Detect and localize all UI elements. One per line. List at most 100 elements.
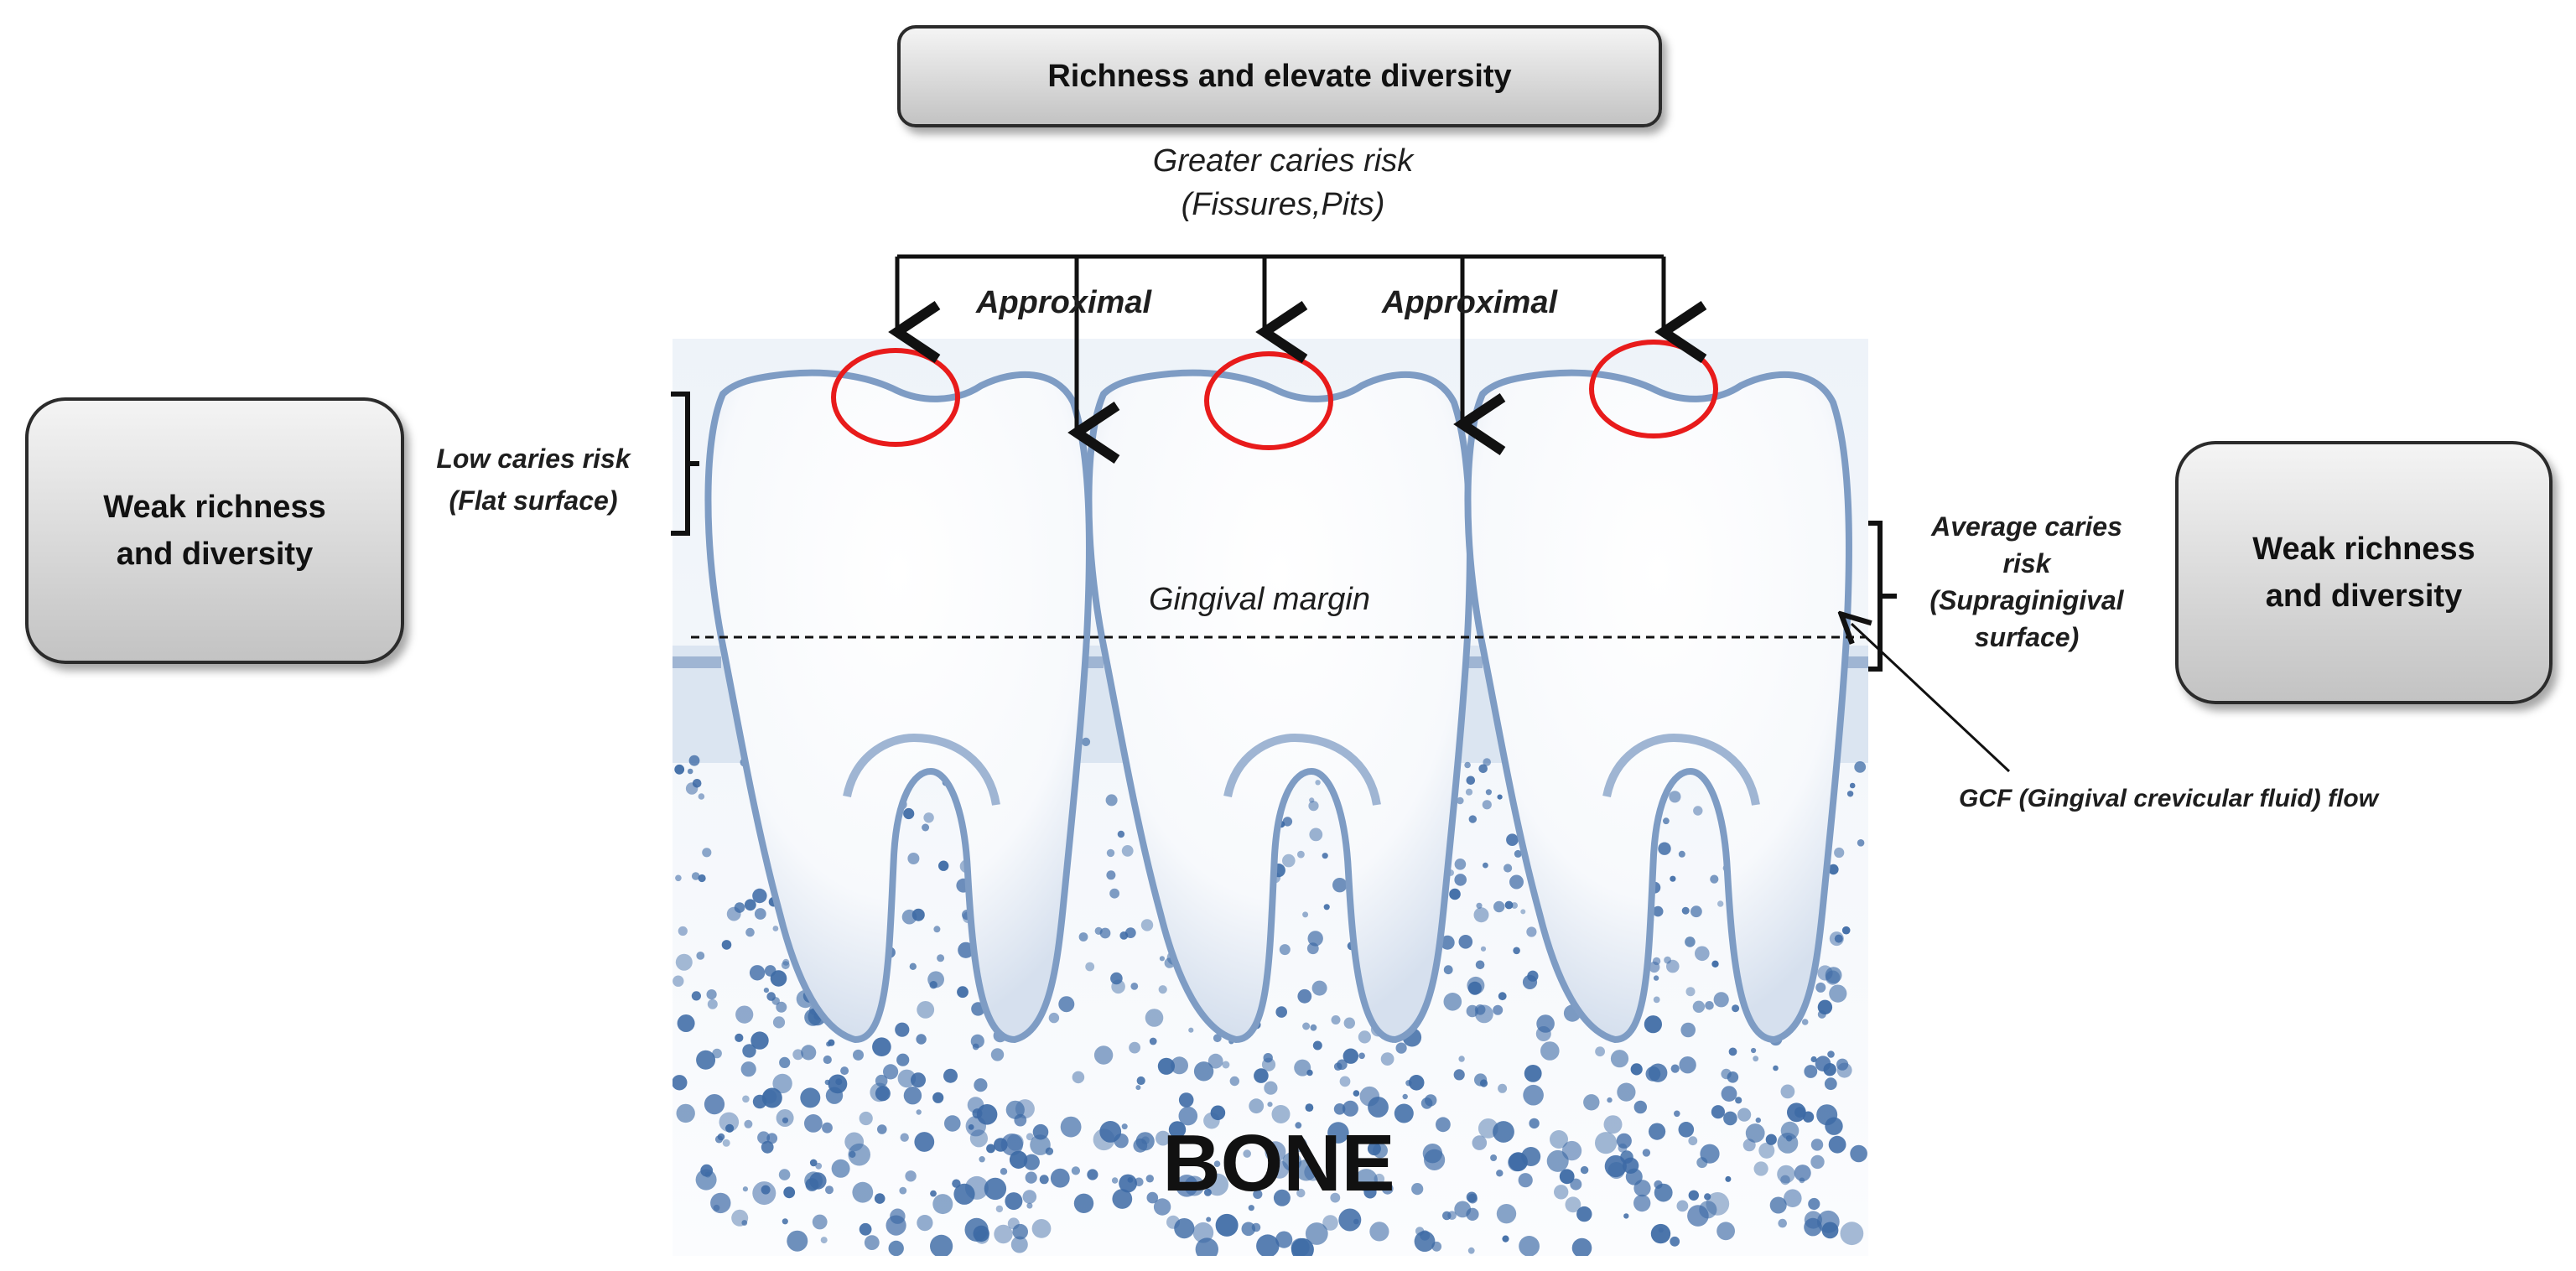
bone-dot bbox=[742, 1095, 750, 1103]
bone-dot bbox=[1666, 959, 1680, 973]
bone-dot bbox=[1674, 1110, 1680, 1118]
average-risk-line1: Average caries bbox=[1931, 511, 2122, 542]
bone-dot bbox=[772, 1016, 786, 1029]
weak-richness-right-line2: and diversity bbox=[2265, 578, 2463, 614]
bone-dot bbox=[1229, 1076, 1240, 1087]
bone-dot bbox=[1030, 1134, 1051, 1155]
bone-dot bbox=[1485, 789, 1492, 796]
bone-dot bbox=[1836, 1058, 1849, 1071]
bone-dot bbox=[809, 1159, 818, 1167]
bone-dot bbox=[1679, 1056, 1696, 1074]
bone-dot bbox=[877, 1124, 887, 1134]
bone-dot bbox=[744, 1119, 753, 1128]
bone-dot bbox=[809, 1172, 827, 1190]
bone-dot bbox=[1857, 839, 1865, 847]
bone-dot bbox=[1695, 946, 1710, 962]
bone-dot bbox=[1559, 1169, 1575, 1185]
bone-dot bbox=[1504, 864, 1513, 873]
bone-dot bbox=[1310, 1024, 1317, 1031]
bone-dot bbox=[1342, 1100, 1358, 1117]
bone-dot bbox=[1480, 946, 1487, 952]
bone-dot bbox=[772, 926, 779, 931]
bone-dot bbox=[1649, 1123, 1666, 1140]
bone-dot bbox=[1022, 1190, 1037, 1204]
bone-dot bbox=[1846, 791, 1854, 797]
bone-dot bbox=[1823, 1063, 1836, 1076]
bone-dot bbox=[916, 1109, 922, 1115]
bone-dot bbox=[1339, 1076, 1351, 1087]
bone-dot bbox=[719, 1112, 740, 1133]
bone-dot bbox=[1210, 1105, 1226, 1121]
bone-dot bbox=[905, 1170, 917, 1182]
bone-dot bbox=[696, 1050, 716, 1070]
bone-dot bbox=[749, 965, 766, 981]
bone-dot bbox=[1765, 1134, 1777, 1145]
bone-dot bbox=[766, 992, 776, 1001]
bone-dot bbox=[1296, 1188, 1306, 1198]
bone-dot bbox=[1711, 960, 1719, 968]
low-risk-label: Low caries risk (Flat surface) bbox=[408, 438, 659, 521]
bone-dot bbox=[1436, 1117, 1451, 1133]
bone-dot bbox=[853, 1049, 864, 1061]
bone-dot bbox=[1753, 1056, 1759, 1062]
bone-dot bbox=[1058, 996, 1075, 1013]
bone-dot bbox=[995, 1205, 1004, 1213]
bone-dot bbox=[1825, 1117, 1843, 1135]
bone-dot bbox=[1817, 999, 1833, 1015]
bone-dot bbox=[1248, 1205, 1254, 1211]
bone-dot bbox=[1680, 1022, 1696, 1038]
bone-dot bbox=[1073, 1193, 1094, 1214]
bone-dot bbox=[778, 1169, 791, 1180]
bone-dot bbox=[1610, 1050, 1629, 1068]
bone-dot bbox=[932, 1194, 953, 1215]
bone-dot bbox=[675, 874, 682, 882]
bone-dot bbox=[896, 1053, 910, 1066]
bone-dot bbox=[1693, 806, 1703, 816]
bone-dot bbox=[1411, 1183, 1424, 1196]
bone-dot bbox=[1810, 1056, 1817, 1063]
bone-dot bbox=[1292, 1137, 1307, 1153]
bone-dot bbox=[1804, 1065, 1818, 1078]
bone-dot bbox=[1475, 960, 1485, 970]
bone-dot bbox=[1243, 1149, 1251, 1158]
bone-dot bbox=[792, 1049, 804, 1061]
bone-dot bbox=[1735, 1097, 1742, 1104]
bone-dot bbox=[1681, 906, 1690, 915]
bone-dot bbox=[1483, 862, 1488, 869]
bone-dot bbox=[1829, 931, 1844, 947]
bone-dot bbox=[1443, 965, 1453, 975]
bone-dot bbox=[1751, 1047, 1757, 1054]
bone-dot bbox=[1395, 1042, 1407, 1054]
bone-dot bbox=[1583, 1094, 1600, 1111]
bone-dot bbox=[1133, 1138, 1148, 1153]
bone-dot bbox=[929, 981, 937, 989]
bone-dot bbox=[872, 1037, 891, 1056]
bone-dot bbox=[1443, 993, 1462, 1011]
bone-dot bbox=[1305, 1222, 1328, 1245]
bone-dot bbox=[721, 940, 732, 950]
bone-dot bbox=[1745, 1123, 1765, 1143]
bone-label: BONE bbox=[1162, 1118, 1394, 1208]
bone-dot bbox=[740, 1061, 756, 1077]
bone-dot bbox=[801, 1045, 817, 1061]
bone-dot bbox=[1652, 905, 1664, 917]
bone-dot bbox=[1206, 1173, 1228, 1196]
bone-dot bbox=[1117, 830, 1125, 838]
bone-dot bbox=[1475, 1004, 1493, 1024]
bone-dot bbox=[1824, 1077, 1837, 1091]
bone-dot bbox=[1367, 1142, 1381, 1156]
bone-dot bbox=[1595, 1046, 1605, 1057]
bone-dot bbox=[1106, 870, 1116, 880]
bone-dot bbox=[1032, 1123, 1049, 1140]
bone-dot bbox=[1692, 1000, 1706, 1014]
bone-dot bbox=[1322, 853, 1328, 859]
bone-dot bbox=[903, 807, 915, 820]
bone-dot bbox=[1777, 1133, 1799, 1154]
bone-dot bbox=[691, 872, 700, 880]
bone-dot bbox=[1669, 791, 1681, 803]
bone-dot bbox=[1195, 1237, 1218, 1256]
bone-dot bbox=[1816, 1210, 1840, 1233]
bone-dot bbox=[1519, 1236, 1540, 1256]
bone-dot bbox=[822, 1122, 833, 1134]
bone-dot bbox=[958, 942, 974, 958]
